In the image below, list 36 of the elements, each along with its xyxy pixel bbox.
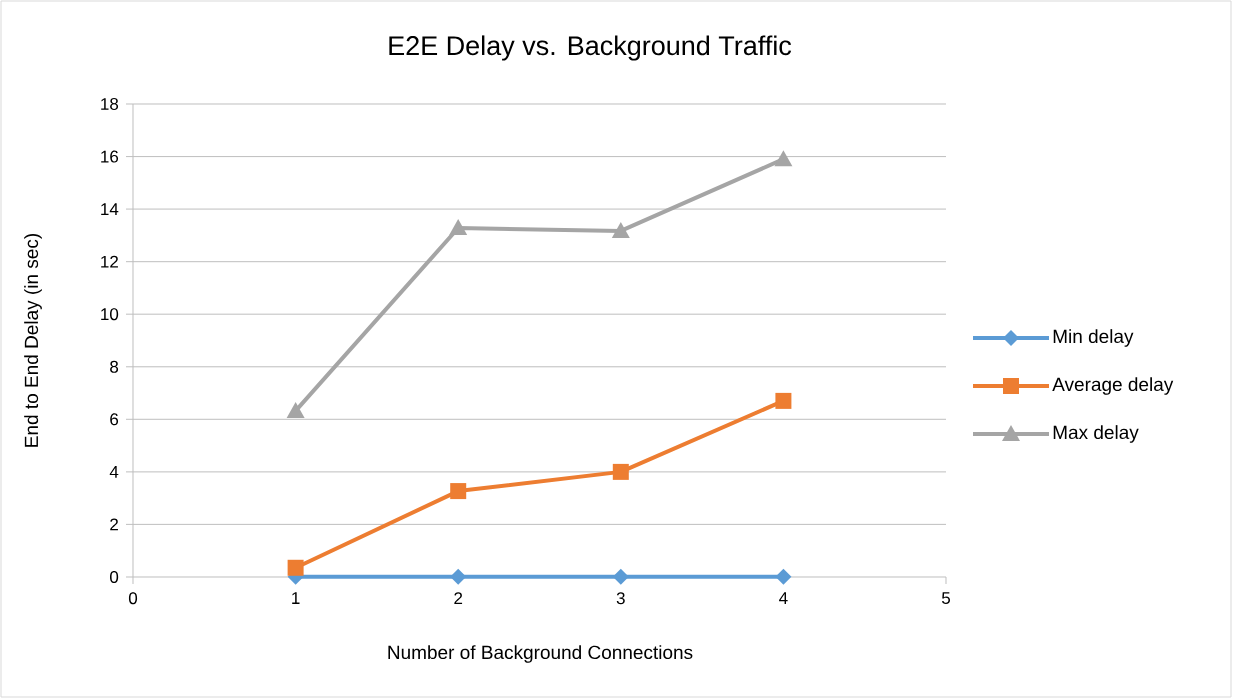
chart-title: E2E Delay vs. Background Traffic	[389, 35, 792, 61]
tick-label: 1	[292, 592, 300, 604]
point	[450, 568, 467, 585]
point	[449, 218, 468, 235]
tick-label: 4	[779, 592, 788, 604]
legend-item: Min delay	[973, 329, 1134, 347]
tick-label: 18	[101, 97, 119, 110]
point	[612, 463, 629, 480]
axis-title: Number of Background Connections	[388, 645, 693, 663]
point	[611, 221, 630, 238]
point	[287, 559, 304, 576]
legend-label: Max delay	[1053, 425, 1139, 443]
legend-item: Max delay	[973, 425, 1139, 443]
tick-label: 2	[110, 518, 118, 531]
tick-label: 14	[101, 203, 119, 215]
axis-title: End to End Delay (in sec)	[24, 234, 42, 447]
point	[774, 150, 793, 167]
tick-label: 0	[110, 570, 119, 583]
tick-label: 2	[454, 592, 463, 605]
tick-label: 10	[101, 308, 119, 321]
point	[450, 483, 467, 500]
tick-label: 12	[101, 255, 118, 268]
tick-label: 6	[110, 413, 119, 426]
tick-label: 3	[616, 592, 625, 605]
point	[286, 401, 305, 418]
tick-label: 4	[109, 466, 119, 478]
tick-label: 5	[941, 592, 950, 605]
legend-label: Min delay	[1053, 329, 1134, 347]
tick-label: 8	[110, 360, 119, 373]
tick-label: 16	[101, 150, 119, 163]
point	[612, 568, 629, 585]
point	[775, 568, 792, 585]
legend-item: Average delay	[973, 377, 1174, 395]
point	[775, 392, 792, 409]
legend-label: Average delay	[1052, 377, 1174, 395]
tick-label: 0	[128, 592, 138, 605]
